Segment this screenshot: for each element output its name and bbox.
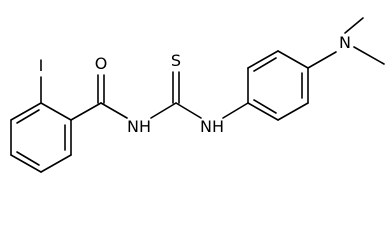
thiocarbonyl-double-bond (172, 71, 180, 104)
thiocarbonyl-nh-bond (175, 102, 202, 119)
amide-nh-label: NH (127, 117, 151, 136)
iodine-label: I (39, 56, 44, 75)
nh-aryl-bond (222, 102, 249, 119)
thio-sulfur-label: S (171, 51, 181, 70)
thioamide-nh-label: NH (200, 117, 224, 136)
methyl-bond-right (353, 46, 385, 65)
carbonyl-double-bond (97, 74, 105, 104)
iodophenyl-ring (10, 102, 72, 173)
ring-carbonyl-bond (70, 102, 102, 121)
amine-nitrogen-label: N (339, 33, 351, 52)
aminophenyl-ring (247, 50, 309, 121)
methyl-bond-up (344, 17, 364, 34)
ring-amine-bond (307, 51, 337, 69)
carbonyl-oxygen-label: O (95, 54, 108, 73)
carbonyl-nh-bond (100, 102, 128, 119)
molecule-structure: I O NH S NH N (10, 17, 385, 173)
nh-thiocarbonyl-bond (150, 102, 177, 119)
